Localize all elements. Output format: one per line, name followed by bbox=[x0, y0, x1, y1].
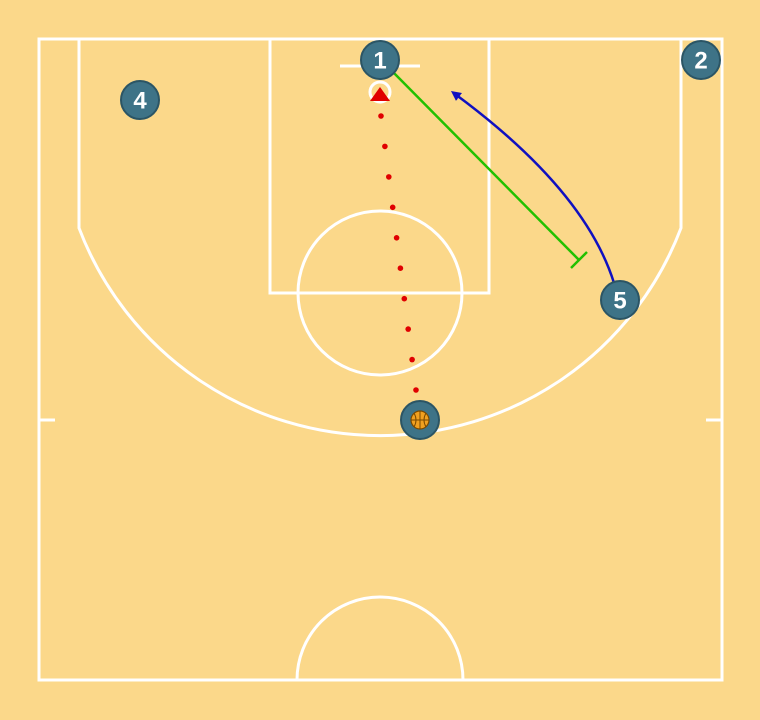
dribble-dot bbox=[397, 265, 404, 272]
basket-rim bbox=[368, 80, 392, 104]
player-4[interactable]: 4 bbox=[120, 80, 160, 120]
dribble-dot bbox=[401, 295, 408, 302]
basketball-icon bbox=[410, 410, 430, 430]
dribble-dot bbox=[413, 387, 419, 393]
dribble-dot bbox=[409, 356, 415, 363]
player-1[interactable]: 1 bbox=[360, 40, 400, 80]
free-throw-circle bbox=[296, 209, 464, 377]
paint-lane bbox=[268, 37, 491, 295]
cut-path bbox=[450, 91, 616, 284]
player-5-label: 5 bbox=[613, 288, 626, 315]
screen-action bbox=[388, 67, 588, 269]
player-5[interactable]: 5 bbox=[600, 280, 640, 320]
dribble-dot bbox=[378, 113, 384, 119]
player-4-label: 4 bbox=[133, 88, 147, 115]
player-1-label: 1 bbox=[373, 48, 386, 75]
dribble-dot bbox=[405, 326, 412, 332]
dribble-arrowhead bbox=[370, 87, 390, 101]
screen-tee bbox=[570, 251, 588, 269]
player-2-label: 2 bbox=[694, 48, 707, 75]
player-1-token bbox=[360, 40, 400, 80]
court-lines bbox=[37, 37, 724, 682]
dribble-path bbox=[378, 113, 419, 393]
player-5-token bbox=[600, 280, 640, 320]
player-4-token bbox=[120, 80, 160, 120]
dribble-dot bbox=[393, 235, 400, 241]
dribble-dot bbox=[386, 174, 392, 180]
three-point-line bbox=[77, 39, 683, 438]
center-circle bbox=[295, 595, 465, 681]
player-2[interactable]: 2 bbox=[681, 40, 721, 80]
screen-line bbox=[388, 67, 580, 261]
dribble-dot bbox=[389, 204, 396, 211]
player-2-token bbox=[681, 40, 721, 80]
ball-handler[interactable] bbox=[400, 400, 440, 440]
dribble-dot bbox=[382, 143, 388, 150]
